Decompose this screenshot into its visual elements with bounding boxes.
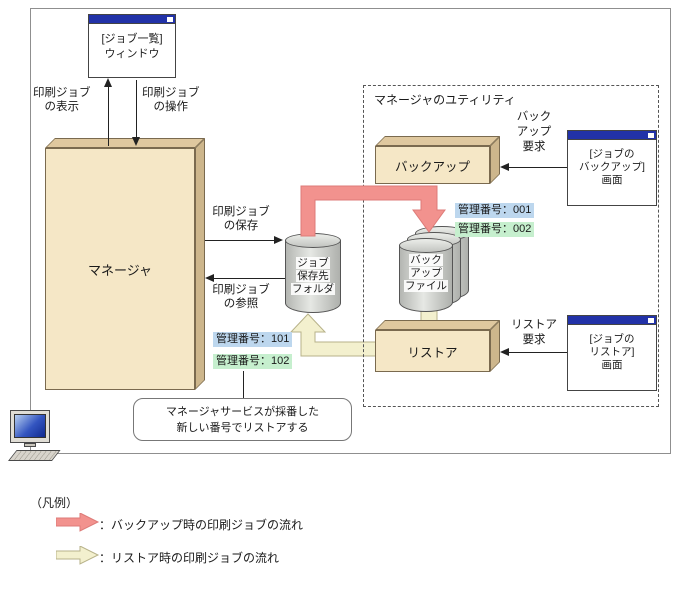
legend-backup-arrow-shape [56,513,100,532]
window-title-bar [568,316,656,325]
restore-box-label: リストア [375,330,490,372]
reference-label: 印刷ジョブ の参照 [212,284,270,310]
manager-utilities-frame: マネージャのユティリティ [363,85,659,407]
manager-box-top-face [45,138,205,148]
mgmt-number-101-tag: 管理番号：101 [213,332,293,347]
manager-box-side-face [195,138,205,390]
restore-box-top-face [375,320,500,330]
restore-request-arrow-line [509,352,567,353]
job-backup-screen-window: [ジョブの バックアップ] 画面 [567,130,657,206]
manager-box-label: マネージャ [45,148,195,390]
window-title-bar [568,131,656,140]
reference-arrow-head [205,274,214,282]
window-close-box [648,318,654,323]
job-backup-screen-label: [ジョブの バックアップ] 画面 [579,148,645,186]
monitor-stand [24,443,36,447]
backup-request-arrow-head [500,163,509,171]
reference-arrow-line [214,278,285,279]
job-restore-screen-window: [ジョブの リストア] 画面 [567,315,657,391]
cylinder-lid [399,238,453,253]
keyboard-icon [8,450,61,461]
backup-file-cylinders: バック アップ ファイル [399,226,469,312]
window-close-box [167,17,173,22]
backup-box-label: バックアップ [375,146,490,184]
mgmt-number-102-tag: 管理番号：102 [213,354,293,369]
operate-arrow-head [132,137,140,146]
job-list-window-label: [ジョブ一覧] ウィンドウ [101,33,163,60]
monitor-screen [14,414,46,438]
legend-restore-arrow-icon [56,546,100,565]
legend-restore-label: ：リストア時の印刷ジョブの流れ [99,551,280,565]
job-folder-label: ジョブ 保存先 フォルダ [291,257,335,295]
window-close-box [648,133,654,138]
diagram-border [30,8,671,454]
restore-box: リストア [375,320,500,372]
legend-backup-arrow-icon [56,513,100,532]
restore-request-label: リストア 要求 [511,319,557,346]
save-arrow-head [274,236,283,244]
restore-request-arrow-head [500,348,509,356]
backup-file-label: バック アップ ファイル [404,254,448,292]
legend-backup-label: ：バックアップ時の印刷ジョブの流れ [99,518,304,532]
display-arrow-line [108,87,109,146]
job-list-window: [ジョブ一覧] ウィンドウ [88,14,176,78]
window-title-bar [89,15,175,24]
save-label: 印刷ジョブ の保存 [212,206,270,232]
mgmt-number-002-tag: 管理番号：002 [455,222,535,237]
restore-note-callout: マネージャサービスが採番した 新しい番号でリストアする [133,398,352,441]
manager-utilities-title: マネージャのユティリティ [374,93,516,107]
manager-box: マネージャ [45,138,205,390]
job-folder-cylinder-body [285,240,341,313]
backup-box-top-face [375,136,500,146]
job-folder-cylinder-lid [285,233,341,248]
job-folder-cylinder: ジョブ 保存先 フォルダ [285,233,341,313]
job-restore-screen-label: [ジョブの リストア] 画面 [589,333,635,371]
callout-connector-line [243,371,244,398]
operate-label: 印刷ジョブ の操作 [142,87,200,113]
mgmt-number-001-tag: 管理番号：001 [455,203,535,218]
monitor-icon [10,410,50,443]
display-label: 印刷ジョブ の表示 [33,87,91,113]
backup-file-cylinder-front: バック アップ ファイル [399,238,453,312]
display-arrow-head [104,78,112,87]
legend-restore-arrow-shape [56,546,100,565]
operate-arrow-line [136,80,137,137]
client-computer-icon [2,410,68,474]
backup-request-label: バック アップ 要求 [516,111,552,153]
legend-title: （凡例） [30,496,79,510]
backup-box: バックアップ [375,136,500,184]
backup-request-arrow-line [509,167,567,168]
save-arrow-line [205,240,274,241]
